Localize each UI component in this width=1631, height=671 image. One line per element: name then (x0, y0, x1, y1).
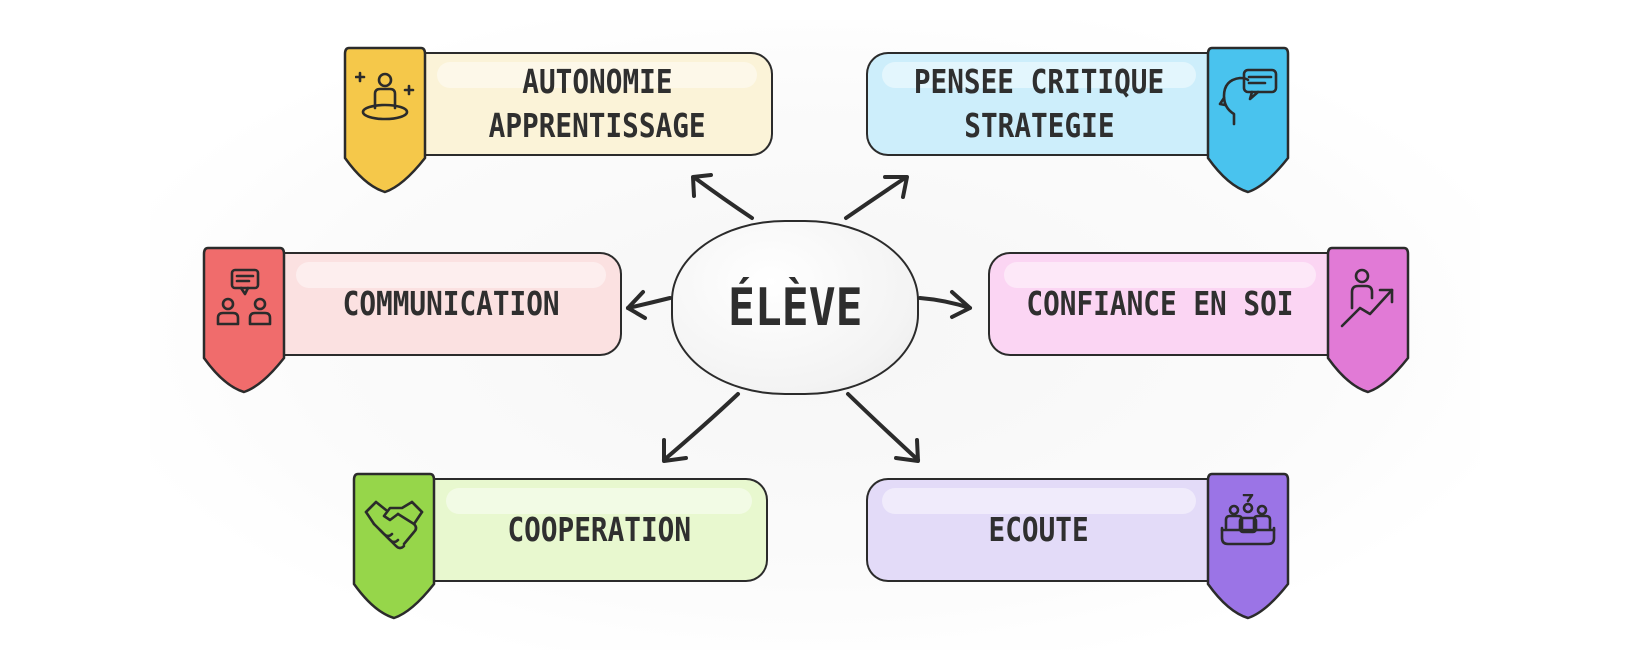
arrow-to-confiance (918, 290, 972, 319)
arrow-to-ecoute (846, 392, 920, 463)
person-growth-icon (1340, 268, 1394, 328)
people-chat-icon (216, 268, 272, 326)
skill-banner: COMMUNICATION (282, 252, 622, 356)
skill-banner: PENSEE CRITIQUE STRATEGIE (866, 52, 1210, 156)
arrow-to-autonomie (691, 173, 754, 220)
skill-banner: ECOUTE (866, 478, 1210, 582)
skill-banner: AUTONOMIE APPRENTISSAGE (423, 52, 773, 156)
skill-label-line-2: STRATEGIE (963, 106, 1115, 145)
skill-label-line-1: COMMUNICATION (342, 284, 560, 323)
center-node: ÉLÈVE (671, 220, 919, 395)
skill-banner: COOPERATION (432, 478, 768, 582)
skill-tab (1326, 246, 1410, 394)
skill-tab (1206, 46, 1290, 194)
skill-label-line-1: COOPERATION (507, 510, 691, 549)
group-listening-icon (1220, 494, 1276, 546)
skill-banner: CONFIANCE EN SOI (988, 252, 1330, 356)
handshake-icon (364, 500, 424, 550)
skill-label-line-1: AUTONOMIE (521, 62, 673, 101)
skill-tab (352, 472, 436, 620)
center-label: ÉLÈVE (727, 277, 863, 338)
skill-label-line-1: PENSEE CRITIQUE (913, 62, 1165, 101)
arrow-to-pensee-critique (844, 175, 909, 220)
skill-label-line-2: APPRENTISSAGE (488, 106, 706, 145)
person-plus-icon (355, 71, 415, 121)
skill-tab (1206, 472, 1290, 620)
arrow-to-cooperation (662, 392, 740, 463)
head-thought-icon (1218, 68, 1278, 126)
skill-label-line-1: CONFIANCE EN SOI (1026, 284, 1294, 323)
skill-tab (343, 46, 427, 194)
skill-label-line-1: ECOUTE (988, 510, 1090, 549)
skill-tab (202, 246, 286, 394)
arrow-to-communication (626, 290, 672, 320)
